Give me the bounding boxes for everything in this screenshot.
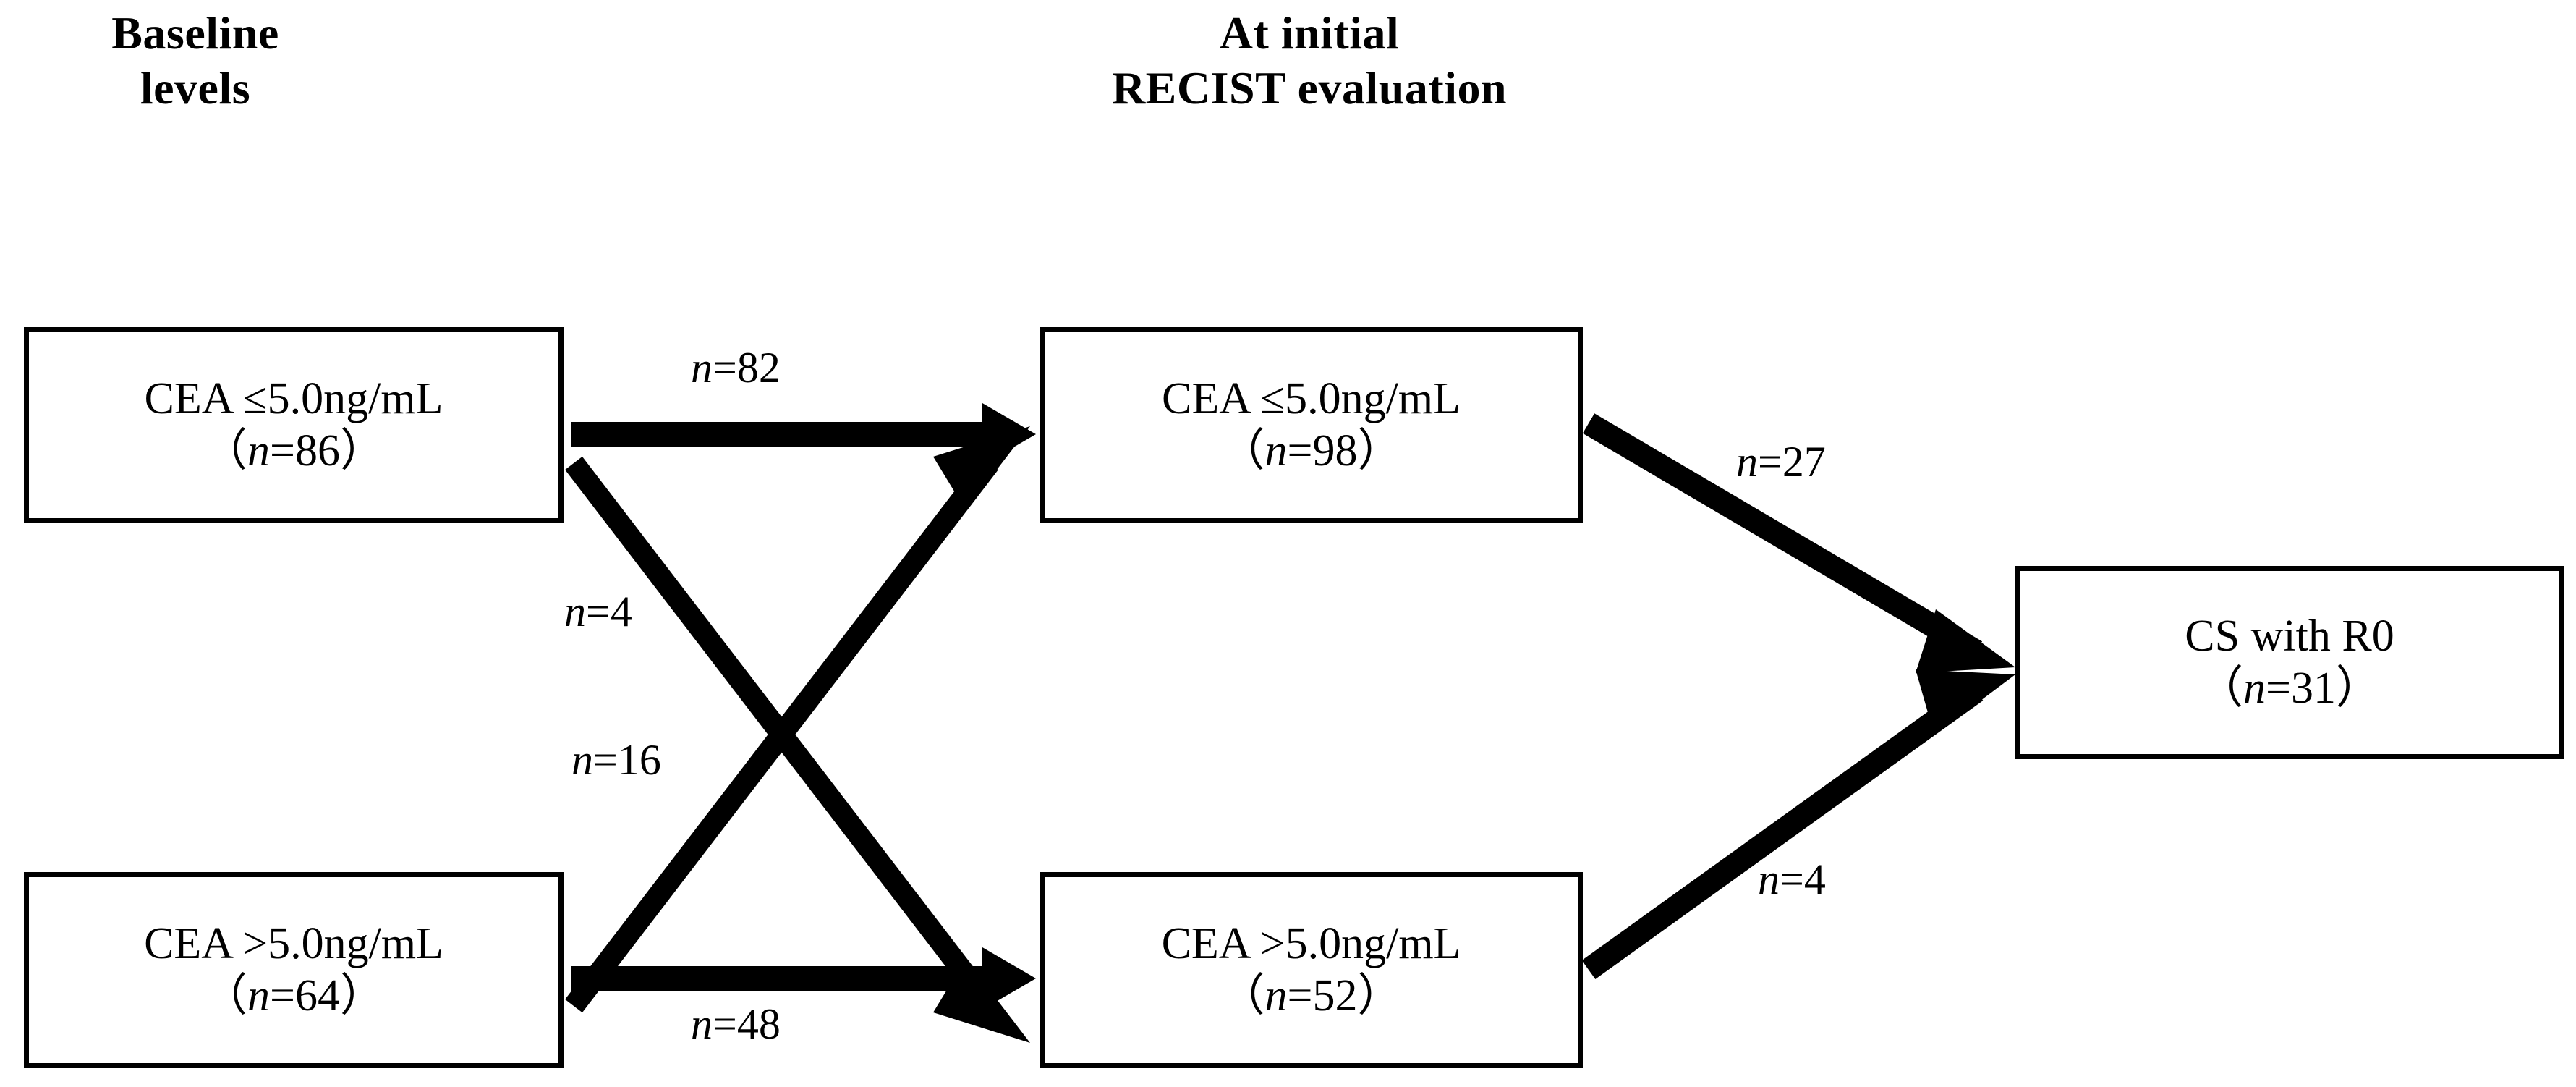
- edge-label-symbol: n: [1758, 855, 1780, 903]
- node-cs-with-r0: CS with R0 （n=31）: [2015, 566, 2564, 759]
- node-recist-cea-low: CEA ≤5.0ng/mL （n=98）: [1040, 327, 1583, 523]
- paren-close: ）: [1357, 970, 1403, 1020]
- node-label-count: （n=52）: [1220, 971, 1403, 1021]
- edge-label-baseline-high-to-recist-high: n=48: [691, 1002, 781, 1046]
- n-symbol: n: [2243, 663, 2266, 713]
- n-value: =52: [1287, 970, 1358, 1020]
- n-symbol: n: [1264, 970, 1288, 1020]
- node-label-line1: CEA >5.0ng/mL: [144, 919, 443, 969]
- edge-label-baseline-high-to-recist-low: n=16: [571, 738, 661, 782]
- node-label-line1: CEA ≤5.0ng/mL: [1162, 374, 1461, 424]
- node-label-count: （n=98）: [1220, 426, 1403, 476]
- node-label-line1: CEA ≤5.0ng/mL: [144, 374, 443, 424]
- edge-label-baseline-low-to-recist-low: n=82: [691, 346, 781, 389]
- edge-label-value: =48: [713, 1000, 781, 1048]
- n-symbol: n: [1264, 426, 1288, 475]
- node-label-count: （n=31）: [2198, 664, 2381, 714]
- n-value: =86: [270, 426, 340, 475]
- paren-close: ）: [2335, 663, 2381, 713]
- node-label-line1: CS with R0: [2185, 612, 2394, 661]
- edge-label-value: =27: [1758, 438, 1826, 486]
- n-value: =98: [1287, 426, 1358, 475]
- paren-open: （: [203, 970, 248, 1020]
- edge-label-value: =82: [713, 344, 781, 392]
- node-recist-cea-high: CEA >5.0ng/mL （n=52）: [1040, 872, 1583, 1068]
- paren-open: （: [1220, 426, 1265, 475]
- arrow-recist-low-to-cs-r0: [1582, 413, 2015, 673]
- n-value: =64: [270, 970, 340, 1020]
- edge-label-value: =4: [586, 588, 632, 635]
- edge-label-symbol: n: [691, 1000, 713, 1048]
- paren-close: ）: [339, 426, 385, 475]
- arrow-recist-high-to-cs-r0: [1581, 669, 2015, 979]
- arrow-baseline-high-to-recist-high: [571, 947, 1036, 1010]
- edge-label-value: =4: [1780, 855, 1826, 903]
- column-header-recist: At initial RECIST evaluation: [1111, 7, 1508, 114]
- paren-close: ）: [339, 970, 385, 1020]
- node-label-line1: CEA >5.0ng/mL: [1161, 919, 1461, 969]
- arrow-baseline-high-to-recist-low: [565, 426, 1030, 1013]
- edge-label-symbol: n: [571, 736, 593, 784]
- edge-label-baseline-low-to-recist-high: n=4: [564, 590, 632, 633]
- node-baseline-cea-high: CEA >5.0ng/mL （n=64）: [24, 872, 564, 1068]
- column-header-baseline: Baseline levels: [111, 7, 279, 114]
- edge-label-recist-high-to-cs-r0: n=4: [1758, 858, 1826, 901]
- n-symbol: n: [247, 970, 271, 1020]
- node-baseline-cea-low: CEA ≤5.0ng/mL （n=86）: [24, 327, 564, 523]
- paren-open: （: [1220, 970, 1265, 1020]
- edge-label-symbol: n: [564, 588, 586, 635]
- edge-label-value: =16: [593, 736, 661, 784]
- edge-label-recist-low-to-cs-r0: n=27: [1736, 440, 1826, 483]
- edge-label-symbol: n: [691, 344, 713, 392]
- node-label-count: （n=64）: [203, 971, 385, 1021]
- n-value: =31: [2266, 663, 2336, 713]
- edge-label-symbol: n: [1736, 438, 1758, 486]
- paren-open: （: [203, 426, 248, 475]
- paren-close: ）: [1357, 426, 1403, 475]
- paren-open: （: [2198, 663, 2244, 713]
- node-label-count: （n=86）: [203, 426, 385, 476]
- n-symbol: n: [247, 426, 271, 475]
